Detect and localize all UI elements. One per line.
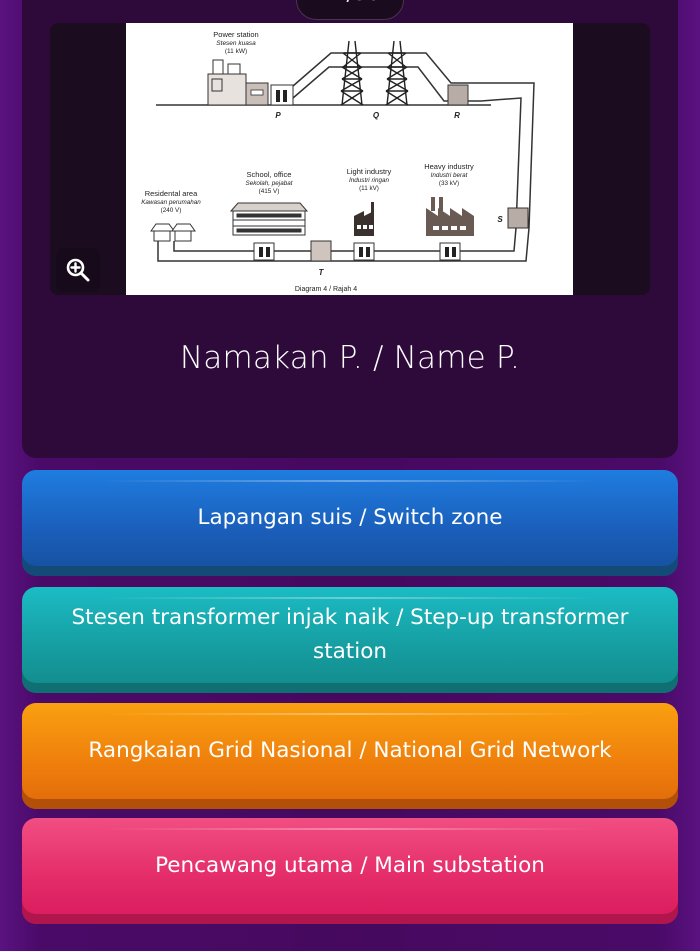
- transmission-line-upper: [292, 52, 535, 229]
- diagram-image: Power station Stesen kuasa (11 kW) P Q R…: [126, 23, 573, 295]
- distribution-line-inner: [173, 227, 517, 252]
- residential-value: (240 V): [161, 207, 182, 214]
- heavy-industry-icon: [426, 197, 474, 236]
- transformer-heavy-industry-icon: [439, 242, 461, 261]
- light-industry-label: Light industry: [347, 167, 392, 176]
- label-q: Q: [373, 111, 380, 120]
- residential-label: Residental area: [145, 189, 198, 198]
- school-icon: [229, 202, 309, 236]
- answer-option-2[interactable]: Stesen transformer injak naik / Step-up …: [22, 587, 678, 693]
- question-media: Power station Stesen kuasa (11 kW) P Q R…: [50, 23, 650, 295]
- label-s: S: [497, 215, 503, 224]
- label-r: R: [454, 111, 460, 120]
- power-station-label: Power station: [213, 30, 258, 39]
- light-industry-label-ms: Industri ringan: [349, 177, 389, 184]
- transmission-line-lower: [292, 66, 522, 229]
- heavy-industry-value: (33 kV): [439, 180, 459, 187]
- answer-option-3[interactable]: Rangkaian Grid Nasional / National Grid …: [22, 703, 678, 809]
- school-label-ms: Sekolah, pejabat: [246, 180, 293, 187]
- question-counter: 21/30: [296, 0, 404, 20]
- substation-s-icon: [507, 207, 529, 229]
- question-text: Namakan P. / Name P.: [179, 340, 521, 376]
- power-station-icon: [207, 59, 269, 106]
- school-label: School, office: [247, 170, 292, 179]
- answer-option-label: Lapangan suis / Switch zone: [197, 505, 503, 530]
- heavy-industry-label: Heavy industry: [424, 162, 474, 171]
- label-p: P: [275, 111, 281, 120]
- light-industry-value: (11 kV): [359, 185, 379, 192]
- substation-r-icon: [447, 84, 469, 106]
- transformer-school-icon: [253, 242, 275, 261]
- answer-option-4[interactable]: Pencawang utama / Main substation: [22, 818, 678, 924]
- power-station-label-ms: Stesen kuasa: [216, 40, 256, 47]
- zoom-in-icon: [66, 258, 90, 282]
- power-station-value: (11 kW): [225, 48, 247, 55]
- distribution-line-outer: [157, 227, 530, 262]
- pylon-icon: [340, 40, 409, 106]
- zoom-image-button[interactable]: [56, 248, 100, 292]
- light-industry-icon: [354, 202, 374, 236]
- diagram-caption: Diagram 4 / Rajah 4: [295, 286, 357, 293]
- transformer-p-icon: [270, 84, 294, 106]
- answer-option-label: Rangkaian Grid Nasional / National Grid …: [88, 738, 612, 763]
- label-t: T: [319, 268, 325, 277]
- house-icon: [150, 223, 196, 242]
- school-value: (415 V): [259, 188, 280, 195]
- transformer-light-industry-icon: [353, 242, 375, 261]
- heavy-industry-label-ms: Industri berat: [431, 172, 468, 179]
- residential-label-ms: Kawasan perumahan: [141, 199, 201, 206]
- answer-option-1[interactable]: Lapangan suis / Switch zone: [22, 470, 678, 576]
- answer-option-label: Stesen transformer injak naik / Step-up …: [71, 605, 629, 664]
- answer-option-label: Pencawang utama / Main substation: [155, 853, 545, 878]
- substation-t-icon: [310, 240, 332, 262]
